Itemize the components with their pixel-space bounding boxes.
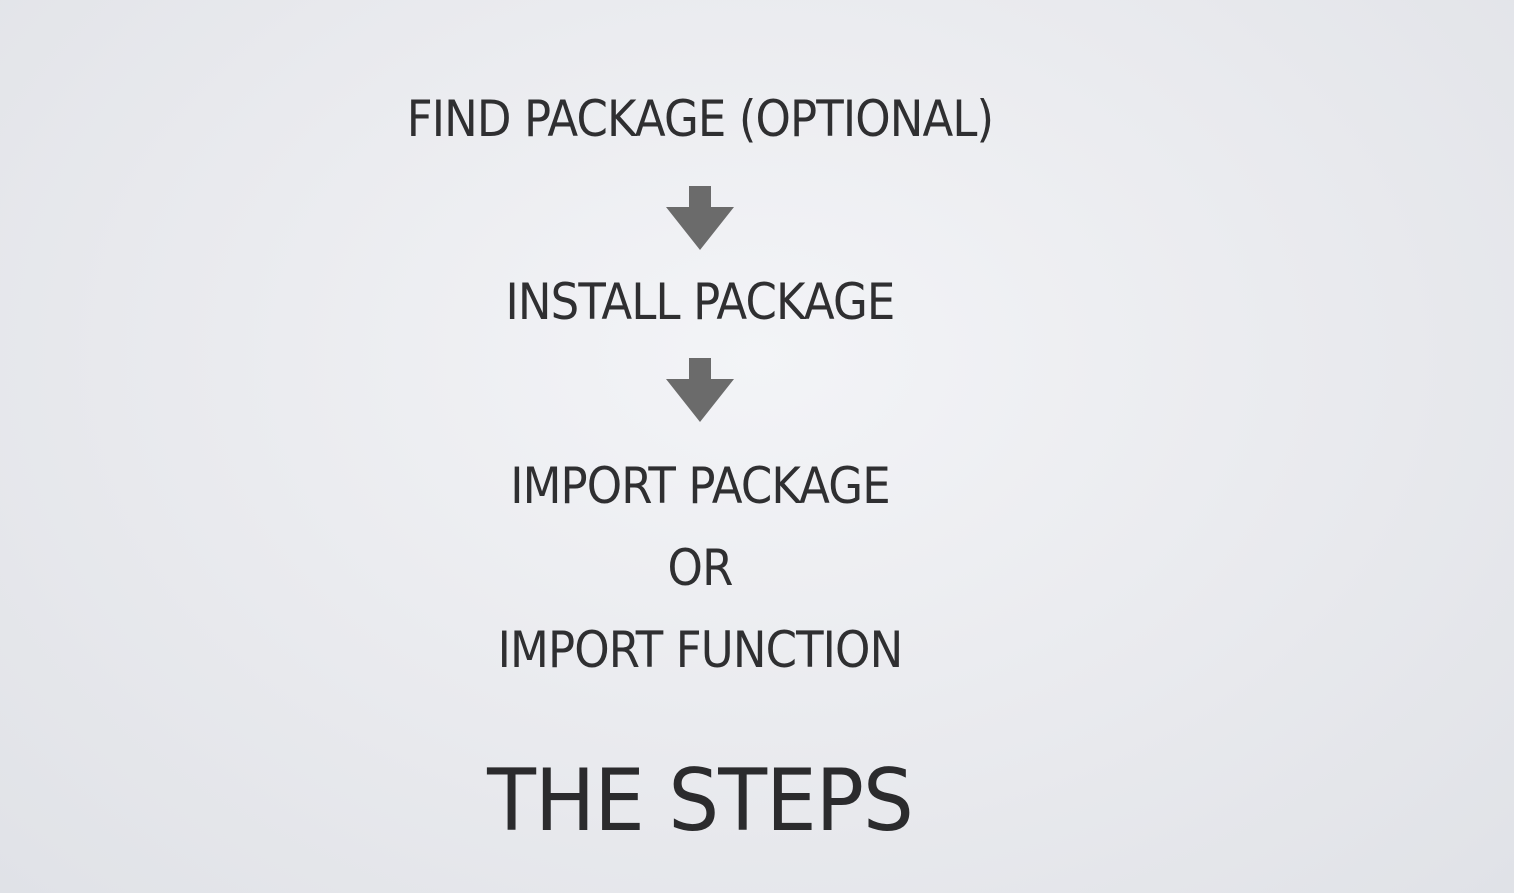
- down-arrow-icon: [666, 358, 734, 422]
- down-arrow-icon: [666, 186, 734, 250]
- step-import-function: IMPORT FUNCTION: [497, 621, 904, 679]
- step-find-package: FIND PACKAGE (OPTIONAL): [406, 90, 994, 148]
- step-import-package: IMPORT PACKAGE: [510, 457, 890, 515]
- step-or: OR: [667, 539, 734, 597]
- slide-title: THE STEPS: [487, 751, 914, 851]
- step-install-package: INSTALL PACKAGE: [505, 273, 896, 331]
